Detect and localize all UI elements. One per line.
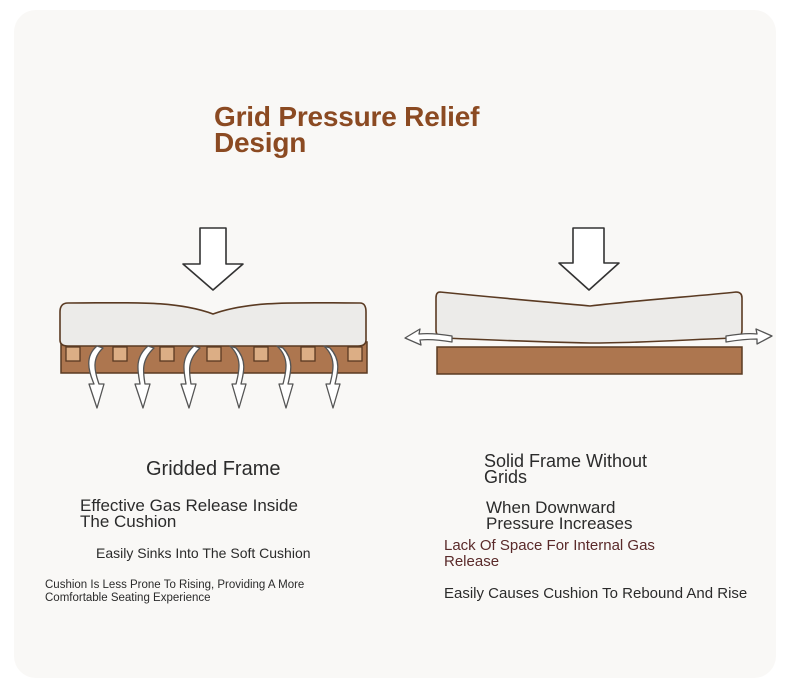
solid-point-2: Lack Of Space For Internal Gas Release bbox=[444, 537, 655, 570]
gridded-point-2: Easily Sinks Into The Soft Cushion bbox=[96, 545, 311, 561]
gridded-point-3: Cushion Is Less Prone To Rising, Providi… bbox=[45, 579, 305, 604]
down-arrow-icon bbox=[558, 227, 620, 291]
air-flow-arrow-icon bbox=[180, 345, 201, 409]
page-title: Grid Pressure Relief Design bbox=[214, 101, 480, 158]
air-flow-arrow-icon bbox=[404, 328, 453, 346]
gridded-frame-illustration bbox=[59, 227, 368, 409]
solid-frame-heading: Solid Frame Without Grids bbox=[484, 451, 648, 487]
air-flow-arrow-icon bbox=[229, 345, 247, 409]
frame-grid-cells bbox=[65, 346, 363, 362]
rebounding-cushion bbox=[435, 291, 743, 344]
solid-frame bbox=[436, 346, 743, 375]
solid-point-3: Easily Causes Cushion To Rebound And Ris… bbox=[444, 585, 748, 602]
air-flow-arrow-icon bbox=[323, 345, 341, 409]
air-flow-arrow-icon bbox=[725, 328, 773, 345]
air-flow-arrow-icon bbox=[134, 345, 155, 409]
air-flow-arrow-icon bbox=[276, 345, 294, 409]
down-arrow-icon bbox=[182, 227, 244, 291]
gridded-frame-heading: Gridded Frame bbox=[146, 458, 281, 480]
gridded-point-1: Effective Gas Release Inside The Cushion bbox=[80, 496, 298, 531]
solid-point-1: When Downward Pressure Increases bbox=[486, 498, 633, 533]
solid-frame-illustration bbox=[404, 227, 773, 375]
gas-release-arrows bbox=[88, 345, 341, 409]
sinking-cushion bbox=[59, 301, 367, 347]
air-flow-arrow-icon bbox=[88, 345, 105, 409]
